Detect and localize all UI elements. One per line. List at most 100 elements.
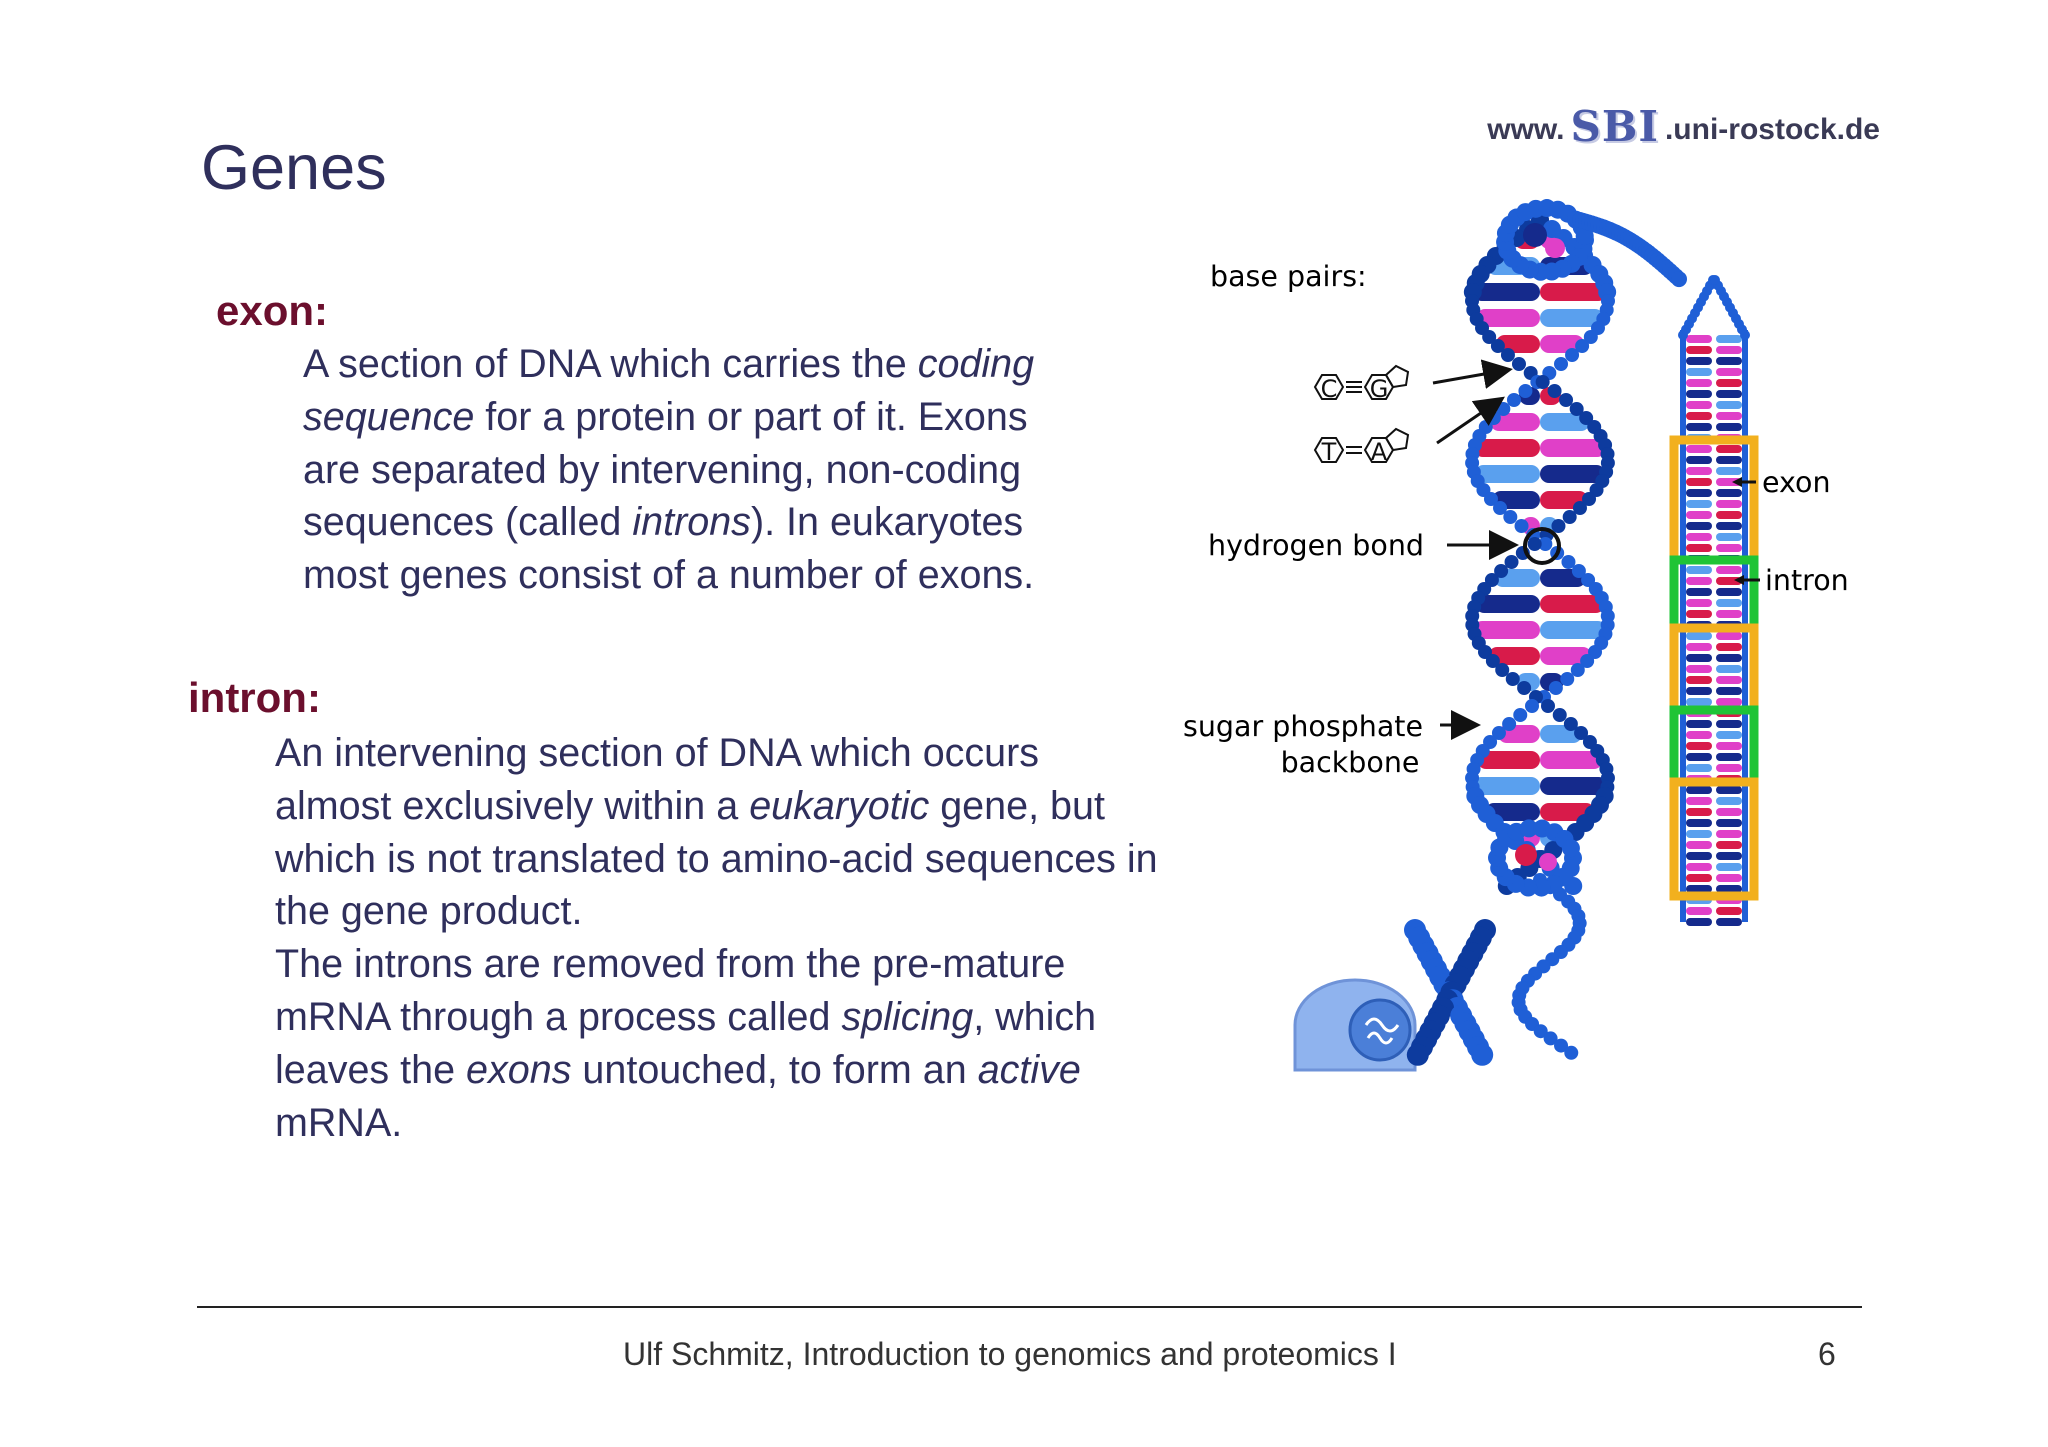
ladder-rung [1686, 841, 1712, 849]
ladder-rung [1686, 731, 1712, 739]
ladder-rung [1686, 522, 1712, 530]
base-pair-half [1540, 439, 1607, 457]
lower-knot-bead [1532, 878, 1551, 897]
helix-base-pairs [1472, 231, 1608, 847]
backbone-bead [1565, 348, 1580, 362]
footer-rule [197, 1306, 1862, 1308]
dna-diagram: base pairs: C G T A hydrogen bond sugar … [1183, 199, 1849, 1072]
ladder-rung [1686, 566, 1712, 574]
text-line: mRNA. [275, 1097, 1158, 1150]
ta-pair-icon: T A [1313, 427, 1410, 466]
ladder-rung [1716, 885, 1742, 893]
backbone-label-line2: backbone [1281, 746, 1420, 779]
knot-core [1523, 223, 1547, 247]
ladder-rung [1716, 753, 1742, 761]
text-segment: mRNA through a process called [275, 994, 842, 1039]
base-pair-half [1473, 621, 1540, 639]
ladder-top-bead [1710, 275, 1720, 285]
ladder-rung [1686, 632, 1712, 640]
text-segment: for a protein or part of it. Exons [474, 394, 1028, 439]
ladder-rung [1686, 357, 1712, 365]
ladder-rung [1716, 742, 1742, 750]
ladder-rung [1686, 753, 1712, 761]
ladder-rung [1716, 676, 1742, 684]
ladder-rung [1716, 445, 1742, 453]
ladder-rung [1686, 742, 1712, 750]
ladder-rung [1716, 577, 1742, 585]
ladder-rung [1716, 863, 1742, 871]
base-pair-half [1476, 309, 1540, 327]
text-segment: most genes consist of a number of exons. [303, 553, 1035, 598]
ta-arrow [1436, 396, 1505, 445]
hydrogen-bond-label: hydrogen bond [1208, 529, 1424, 562]
ladder-rung [1716, 390, 1742, 398]
ladder-rung [1716, 379, 1742, 387]
ladder-rung [1686, 346, 1712, 354]
tail-bead [1554, 1038, 1569, 1053]
backbone-bead [1483, 492, 1498, 506]
ta-pair-t: T [1321, 438, 1337, 466]
dna-strand-connector [1496, 199, 1687, 288]
ladder-rung [1686, 368, 1712, 376]
text-segment: active [977, 1047, 1081, 1092]
base-pair-half [1475, 595, 1540, 613]
text-line: which is not translated to amino-acid se… [275, 833, 1158, 886]
backbone-bead [1571, 564, 1586, 578]
tail-bead [1543, 1031, 1558, 1046]
text-segment: which is not translated to amino-acid se… [275, 836, 1158, 881]
base-pair-half [1540, 751, 1603, 769]
cg-pair-g: G [1370, 375, 1389, 403]
ladder-rung [1716, 335, 1742, 343]
ladder-rung [1686, 654, 1712, 662]
text-segment: are separated by intervening, non-coding [303, 447, 1022, 492]
backbone-label-line1: sugar phosphate [1183, 710, 1423, 743]
text-segment: introns [632, 500, 751, 545]
backbone-bead [1494, 564, 1509, 578]
ladder-rung [1686, 478, 1712, 486]
text-segment: , which [973, 994, 1097, 1039]
ladder-rung [1686, 456, 1712, 464]
ladder-rung [1686, 467, 1712, 475]
text-line: The introns are removed from the pre-mat… [275, 938, 1158, 991]
text-segment: sequences (called [303, 500, 633, 545]
backbone-bead [1485, 654, 1500, 668]
base-pair-half [1540, 777, 1608, 795]
ladder-rung [1716, 489, 1742, 497]
ladder-rung [1716, 522, 1742, 530]
ladder-rung [1716, 874, 1742, 882]
ladder-rung [1686, 588, 1712, 596]
backbone-bead [1518, 384, 1533, 398]
backbone-bead [1503, 510, 1518, 524]
text-line: An intervening section of DNA which occu… [275, 727, 1158, 780]
text-segment: ). In eukaryotes [750, 500, 1024, 545]
exon-box [1669, 777, 1759, 901]
backbone-bead [1580, 654, 1595, 668]
ladder-rung [1716, 346, 1742, 354]
ladder-rung [1686, 918, 1712, 926]
text-line: sequences (called introns). In eukaryote… [303, 496, 1034, 549]
intron-label: intron [1765, 564, 1849, 597]
ladder-rung [1686, 533, 1712, 541]
base-pair-half [1540, 647, 1592, 665]
ladder-rung [1716, 643, 1742, 651]
backbone-bead [1572, 501, 1587, 515]
backbone-bead [1569, 402, 1584, 416]
header-url: www. SBI .uni-rostock.de [1487, 102, 1880, 156]
cg-pair-c: C [1321, 375, 1338, 403]
ladder-rung [1716, 841, 1742, 849]
text-line: most genes consist of a number of exons. [303, 549, 1034, 602]
backbone-bead [1547, 384, 1562, 398]
base-pair-half [1472, 283, 1540, 301]
ladder-rung [1686, 379, 1712, 387]
backbone-bead [1551, 519, 1566, 533]
ladder-rung [1686, 830, 1712, 838]
text-segment: eukaryotic [749, 783, 930, 828]
url-prefix: www. [1487, 113, 1565, 146]
text-segment: gene, but [929, 783, 1105, 828]
base-pair-half [1488, 647, 1540, 665]
knot-core [1545, 238, 1565, 258]
ladder-rung [1686, 786, 1712, 794]
page-number: 6 [1818, 1336, 1836, 1372]
ladder-rung [1686, 676, 1712, 684]
base-pairs-label: base pairs: [1210, 260, 1367, 293]
